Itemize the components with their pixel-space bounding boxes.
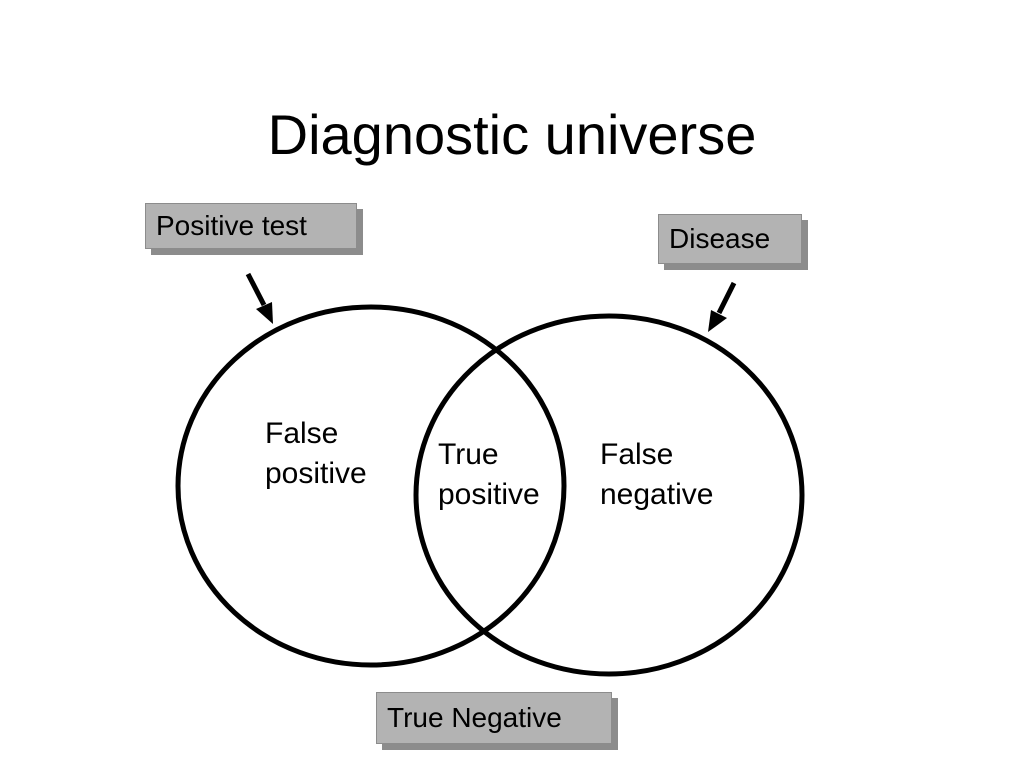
- false-negative-text: False negative: [600, 435, 713, 515]
- false-positive-line2: positive: [265, 457, 367, 490]
- positive-test-circle: [175, 304, 567, 668]
- positive-test-label: Positive test: [145, 203, 357, 249]
- disease-circle: [413, 313, 805, 677]
- false-negative-line2: negative: [600, 478, 714, 511]
- false-negative-line1: False: [600, 438, 674, 471]
- disease-label: Disease: [658, 214, 802, 264]
- slide-title: Diagnostic universe: [267, 103, 757, 166]
- positive-test-arrow: [245, 272, 273, 324]
- false-positive-line1: False: [265, 417, 339, 450]
- false-positive-text: False positive: [265, 414, 367, 494]
- true-negative-label: True Negative: [376, 692, 612, 744]
- true-positive-line2: positive: [438, 478, 540, 511]
- true-positive-line1: True: [438, 438, 499, 471]
- disease-arrow: [708, 281, 737, 332]
- true-positive-text: True positive: [438, 435, 540, 515]
